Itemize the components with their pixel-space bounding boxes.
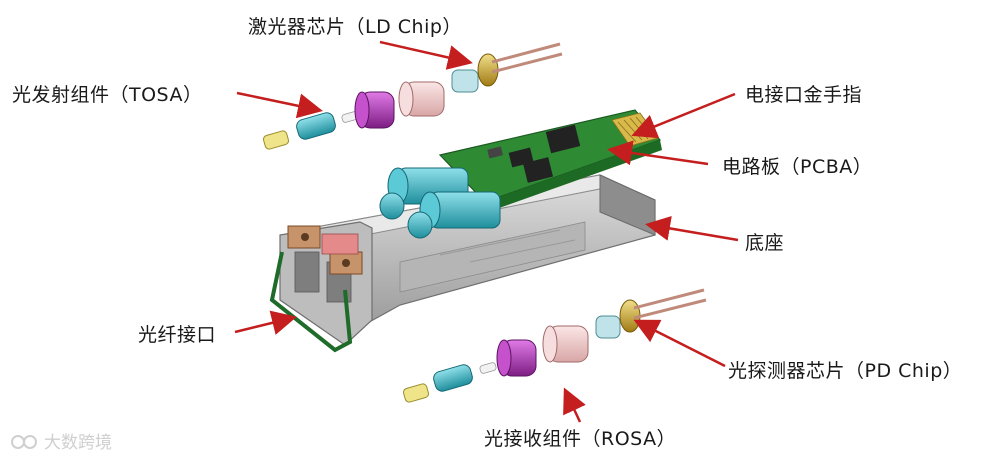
label-pd-chip: 光探测器芯片（PD Chip）	[728, 360, 963, 382]
callout-arrows	[234, 40, 739, 423]
watermark-text: 大数跨境	[44, 433, 112, 453]
label-pcba: 电路板（PCBA）	[722, 156, 873, 178]
watermark-logo-icon	[11, 435, 37, 449]
arrow-tosa	[236, 91, 323, 119]
arrow-ld-chip	[379, 40, 473, 70]
label-rosa: 光接收组件（ROSA）	[484, 428, 677, 450]
label-fiber-port: 光纤接口	[138, 324, 217, 346]
arrow-pcba	[607, 140, 709, 166]
arrow-base	[645, 216, 739, 242]
watermark: 大数跨境	[10, 428, 112, 453]
arrow-gold-finger	[631, 92, 736, 139]
board-osa-cylinders	[379, 167, 501, 239]
label-tosa: 光发射组件（TOSA）	[12, 84, 203, 106]
arrow-fiber-port	[234, 310, 297, 335]
label-gold-finger: 电接口金手指	[745, 84, 863, 106]
label-base: 底座	[745, 232, 785, 254]
label-ld-chip: 激光器芯片（LD Chip）	[248, 16, 462, 38]
rosa-exploded	[402, 288, 707, 403]
tosa-exploded	[262, 42, 563, 150]
arrow-pd-chip	[633, 319, 726, 368]
arrow-rosa	[563, 387, 586, 423]
